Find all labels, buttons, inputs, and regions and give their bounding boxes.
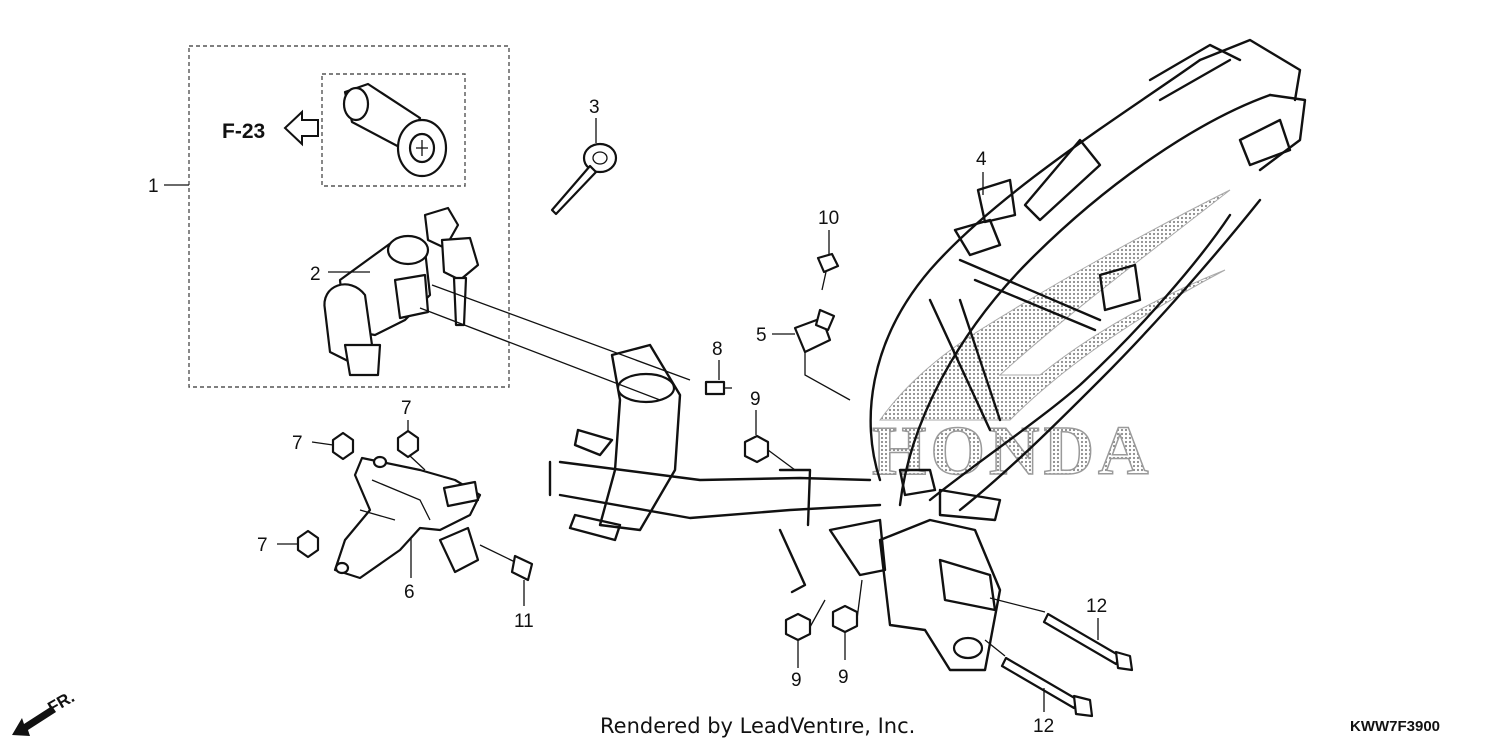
ignition-switch xyxy=(323,206,480,377)
reference-label: F-23 xyxy=(222,120,265,143)
callout-2: 2 xyxy=(310,264,321,285)
leader-line-7a xyxy=(311,441,334,446)
callout-6: 6 xyxy=(404,582,415,603)
diagram-code: KWW7F3900 xyxy=(1350,718,1440,735)
nut-9-bottom-right xyxy=(831,604,859,634)
bracket-6 xyxy=(333,455,482,580)
nut-9-bottom-left xyxy=(784,612,812,642)
bolt-12-upper xyxy=(1042,612,1134,672)
callout-5: 5 xyxy=(756,325,767,346)
lock-cylinder-box xyxy=(321,73,466,187)
callout-12a: 12 xyxy=(1086,596,1107,617)
callout-9a: 9 xyxy=(750,389,761,410)
nut-7-c xyxy=(296,529,320,559)
clamp-5 xyxy=(793,308,851,401)
leader-line-7b xyxy=(407,420,426,471)
callout-11: 11 xyxy=(514,611,534,632)
nut-7-b xyxy=(396,429,420,459)
kit-group-box xyxy=(188,45,510,388)
key-blank xyxy=(550,142,618,216)
reference-f23[interactable]: F-23 xyxy=(222,109,319,147)
callout-9c: 9 xyxy=(838,667,849,688)
leader-line-switch-to-frame xyxy=(419,284,691,401)
scooter-frame xyxy=(548,38,1307,672)
nut-7-a xyxy=(331,431,355,461)
callout-7b: 7 xyxy=(401,398,412,419)
bolt-11 xyxy=(479,544,534,582)
bolt-10 xyxy=(816,252,840,291)
callout-7a: 7 xyxy=(292,433,303,454)
leader-line-9-to-frame xyxy=(809,579,863,628)
render-credit: Rendered by LeadVentıre, Inc. xyxy=(600,714,915,738)
arrow-front-icon xyxy=(12,706,56,736)
honda-watermark: HONDA xyxy=(871,189,1231,491)
callout-12b: 12 xyxy=(1033,716,1054,737)
bolt-12-lower xyxy=(1000,656,1094,718)
callout-10: 10 xyxy=(818,208,839,229)
callout-1: 1 xyxy=(148,176,159,197)
screw-8 xyxy=(704,380,732,396)
arrow-left-icon xyxy=(283,109,319,147)
callout-9b: 9 xyxy=(791,670,802,691)
leader-line-12-to-frame xyxy=(984,597,1046,657)
honda-wing-logo xyxy=(879,189,1231,421)
honda-wordmark: HONDA xyxy=(872,413,1153,490)
callout-4: 4 xyxy=(976,149,987,170)
nut-9-top xyxy=(743,434,796,471)
front-direction-indicator: FR. xyxy=(12,687,78,736)
lock-cylinder xyxy=(342,82,448,178)
callout-7c: 7 xyxy=(257,535,268,556)
callout-3: 3 xyxy=(589,97,600,118)
callout-8: 8 xyxy=(712,339,723,360)
